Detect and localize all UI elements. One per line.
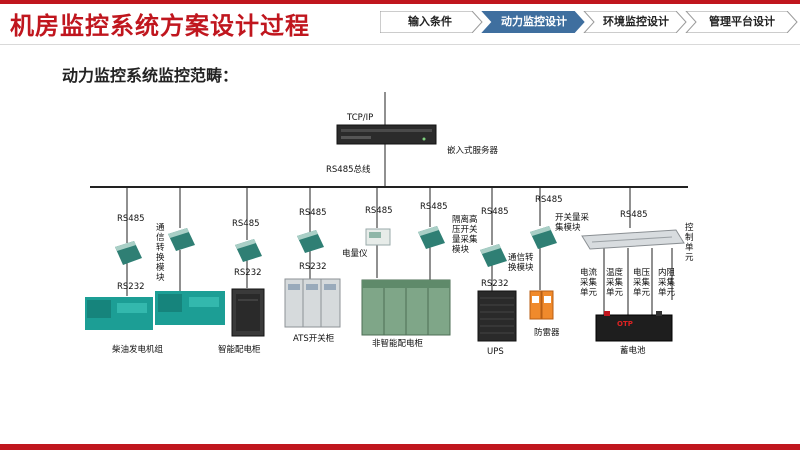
hv-module-label: 隔离高压开关量采集模块 xyxy=(452,215,478,255)
rs232-label-3: RS232 xyxy=(299,262,327,272)
rs485-label-7: RS485 xyxy=(535,195,563,205)
step-arrow-4[interactable] xyxy=(685,11,798,33)
rs232-label-1: RS232 xyxy=(117,282,145,292)
section-subtitle: 动力监控系统监控范畴： xyxy=(62,66,239,85)
ups-icon xyxy=(477,290,517,342)
comm-module-icon-2 xyxy=(168,228,195,251)
comm-module-icon-3 xyxy=(235,239,262,262)
rs485-label-3: RS485 xyxy=(299,208,327,218)
bus-drop-lines xyxy=(126,187,631,245)
step-input-conditions[interactable]: 输入条件 xyxy=(408,15,452,28)
step-environment-monitoring[interactable]: 环境监控设计 xyxy=(603,15,669,28)
step-power-monitoring[interactable]: 动力监控设计 xyxy=(501,15,567,28)
temperature-unit-label: 温度采集单元 xyxy=(606,268,624,298)
resistance-unit-label: 内阻采集单元 xyxy=(658,268,676,298)
device-connector-lines xyxy=(126,243,673,316)
tcp-ip-label: TCP/IP xyxy=(347,113,374,123)
generator-label: 柴油发电机组 xyxy=(112,345,164,355)
page-title: 机房监控系统方案设计过程 xyxy=(10,12,310,40)
diesel-generator-icon-2 xyxy=(155,291,225,325)
ats-cabinet-icon xyxy=(284,278,341,328)
rs485-label-6: RS485 xyxy=(481,207,509,217)
battery-label: 蓄电池 xyxy=(620,346,646,356)
rs232-label-4: RS232 xyxy=(481,279,509,289)
step-arrow-2[interactable] xyxy=(481,11,585,33)
step-arrow-3[interactable] xyxy=(583,11,687,33)
smart-cabinet-label: 智能配电柜 xyxy=(218,345,261,355)
step-navigation: 输入条件 动力监控设计 环境监控设计 管理平台设计 xyxy=(380,11,798,33)
rs485-label-4: RS485 xyxy=(365,206,393,216)
lightning-protector-icon xyxy=(529,290,554,320)
voltage-unit-label: 电压采集单元 xyxy=(633,268,651,298)
rs232-label-2: RS232 xyxy=(234,268,262,278)
control-unit-label: 控制单元 xyxy=(685,223,694,263)
ups-label: UPS xyxy=(487,347,504,357)
lightning-label: 防雷器 xyxy=(534,328,560,338)
di-module-label: 开关量采集模块 xyxy=(555,213,590,233)
diesel-generator-icon-1 xyxy=(85,297,153,330)
comm-module-icon-4 xyxy=(297,230,324,253)
bus-label: RS485总线 xyxy=(326,165,371,175)
server-label: 嵌入式服务器 xyxy=(447,146,499,156)
ats-label: ATS开关柜 xyxy=(293,334,335,344)
comm-module-icon-1 xyxy=(115,241,142,265)
comm-module-label-vertical: 通信转换模块 xyxy=(156,223,165,283)
nonsmart-cabinet-label: 非智能配电柜 xyxy=(372,339,424,349)
nonsmart-cabinet-icon xyxy=(361,279,451,336)
control-unit-icon xyxy=(581,229,685,250)
battery-icon xyxy=(595,311,673,342)
smart-cabinet-icon xyxy=(231,288,265,337)
hv-module-icon xyxy=(418,226,445,249)
meter-label: 电量仪 xyxy=(342,249,368,259)
step-arrows xyxy=(380,11,798,33)
rs485-label-2: RS485 xyxy=(232,219,260,229)
comm-module-label-2: 通信转换模块 xyxy=(508,253,534,273)
title-divider xyxy=(0,44,800,45)
di-module-icon xyxy=(530,226,557,249)
top-accent-bar xyxy=(0,0,800,4)
rs485-label-8: RS485 xyxy=(620,210,648,220)
power-meter-icon xyxy=(365,228,391,246)
step-arrow-1[interactable] xyxy=(380,11,483,33)
battery-brand-label: OTP xyxy=(617,320,633,328)
comm-module-icon-5 xyxy=(480,244,507,267)
server-icon xyxy=(336,124,437,145)
step-management-platform[interactable]: 管理平台设计 xyxy=(709,15,775,28)
bottom-accent-bar xyxy=(0,444,800,450)
rs485-label-1: RS485 xyxy=(117,214,145,224)
current-unit-label: 电流采集单元 xyxy=(580,268,598,298)
rs485-label-5: RS485 xyxy=(420,202,448,212)
